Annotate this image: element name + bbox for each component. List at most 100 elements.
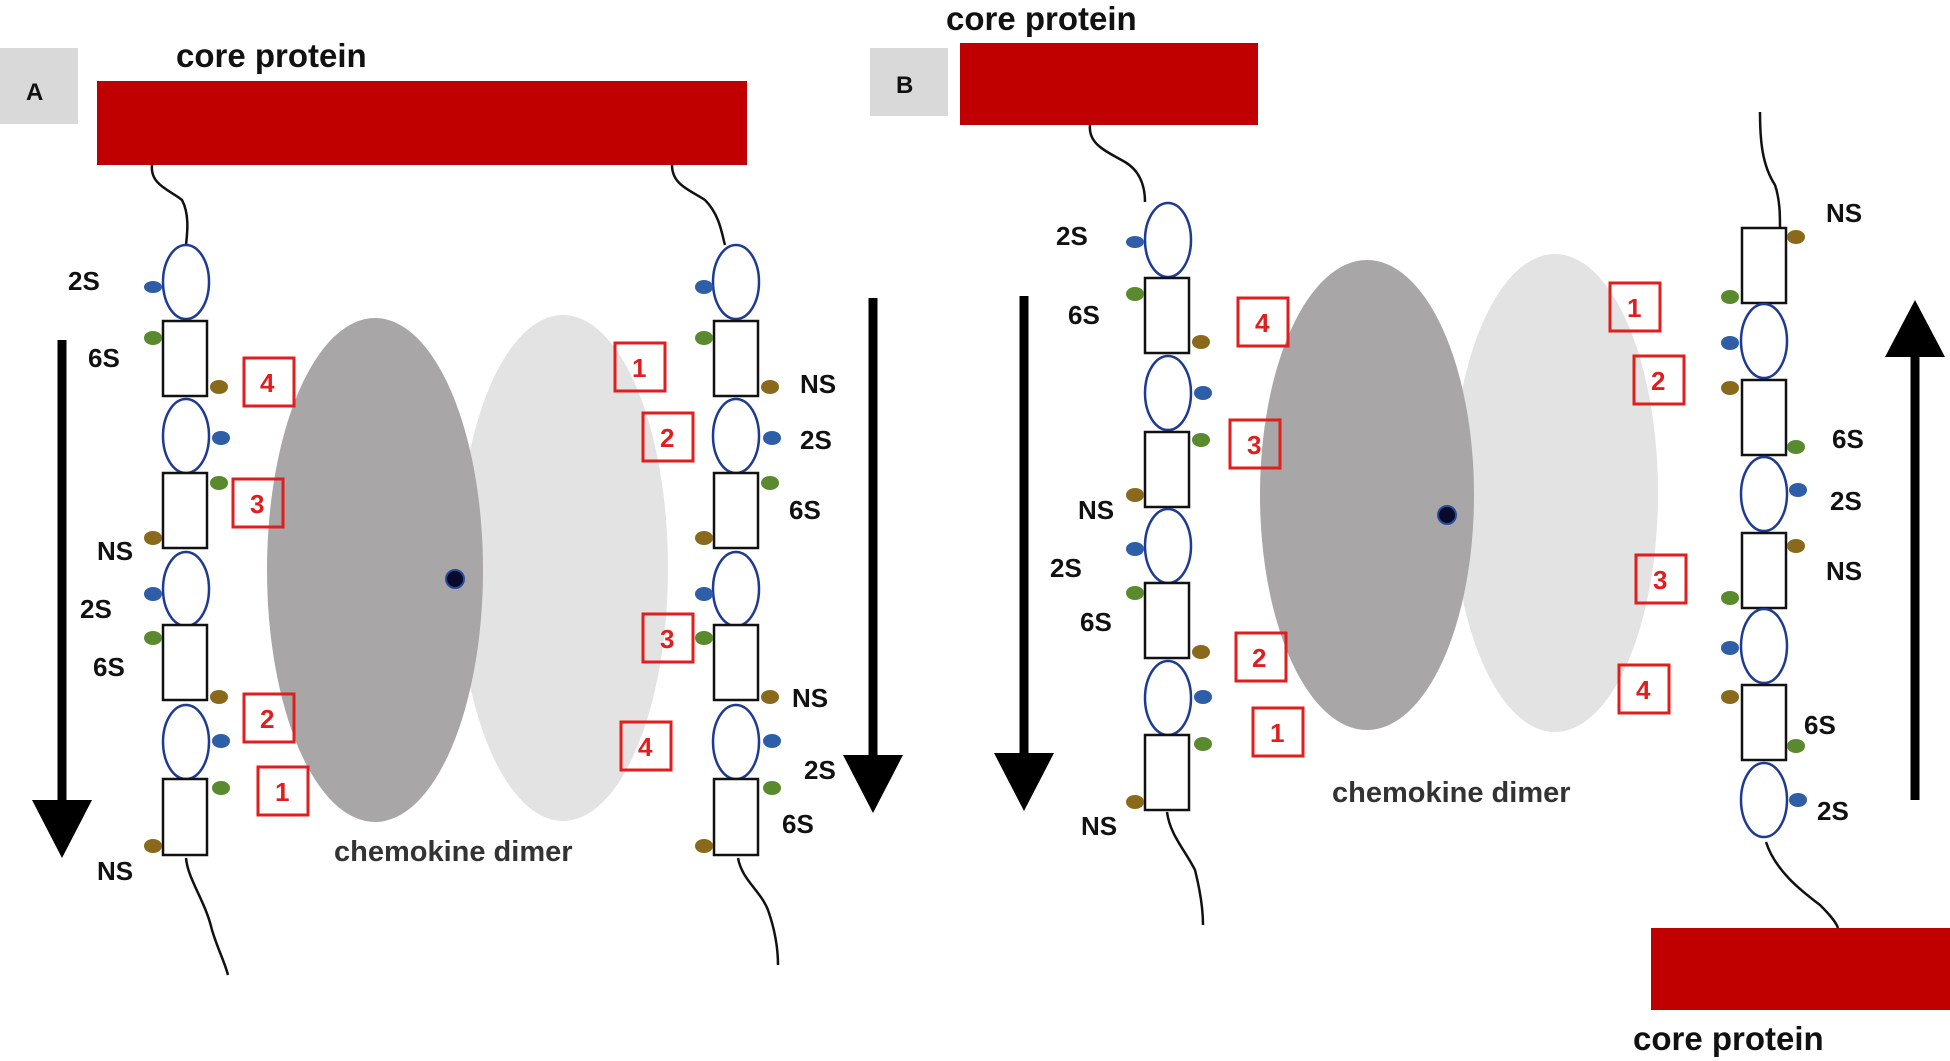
sulfation-label: 6S <box>1068 300 1100 330</box>
uronic-acid-ring <box>711 550 761 628</box>
NS-sulfate-group <box>695 531 713 545</box>
NS-sulfate-group <box>1787 539 1805 553</box>
6S-sulfate-group <box>212 781 230 795</box>
uronic-acid-ring <box>161 550 211 628</box>
sulfation-label: 6S <box>782 809 814 839</box>
binding-site-box <box>619 720 673 772</box>
NS-sulfate-group <box>761 690 779 704</box>
panel-b-dimer-light-subunit <box>1452 254 1658 732</box>
uronic-acid-ring <box>1143 354 1193 432</box>
2S-sulfate-group <box>212 431 230 445</box>
6S-sulfate-group <box>763 781 781 795</box>
NS-sulfate-group <box>210 380 228 394</box>
panel-b-left-chain: 2S 6S NS 2S 6S NS 4 3 2 1 <box>1050 124 1305 926</box>
binding-site-number: 1 <box>1627 293 1641 323</box>
2S-sulfate-group <box>1789 793 1807 807</box>
chain-tether-top <box>670 164 727 246</box>
binding-site-box <box>1608 281 1662 333</box>
binding-site-number: 3 <box>1247 430 1261 460</box>
binding-site-box <box>1632 354 1686 406</box>
panel-b-right-chain: NS 6S 2S NS 6S 2S 1 2 3 4 <box>1608 111 1864 929</box>
sulfation-label: 2S <box>1056 221 1088 251</box>
sulfation-label: NS <box>97 536 133 566</box>
sulfation-label: NS <box>1078 495 1114 525</box>
NS-sulfate-group <box>695 839 713 853</box>
chain-tether-bottom <box>184 857 230 976</box>
sulfation-label: NS <box>1081 811 1117 841</box>
panel-a-dimer-center-dot <box>445 569 465 589</box>
sulfation-label: NS <box>1826 556 1862 586</box>
NS-sulfate-group <box>761 380 779 394</box>
sulfation-label: NS <box>1826 198 1862 228</box>
glucosamine-unit <box>1143 733 1191 812</box>
panel-a-label-box <box>0 48 78 124</box>
glucosamine-unit <box>1740 531 1788 610</box>
glucosamine-unit <box>712 777 760 857</box>
6S-sulfate-group <box>1721 591 1739 605</box>
2S-sulfate-group <box>212 734 230 748</box>
sulfation-label: 2S <box>800 425 832 455</box>
panel-a-left-arrowhead <box>32 800 92 858</box>
6S-sulfate-group <box>695 631 713 645</box>
sulfation-label: 6S <box>1080 607 1112 637</box>
NS-sulfate-group <box>1721 381 1739 395</box>
uronic-acid-ring <box>161 243 211 321</box>
panel-a-left-chain: 2S 6S NS 2S 6S NS 4 3 2 1 <box>68 164 310 976</box>
2S-sulfate-group <box>1194 690 1212 704</box>
binding-site-number: 2 <box>260 704 274 734</box>
panel-b-core-protein-label-top: core protein <box>946 0 1137 37</box>
binding-site-box <box>641 612 695 664</box>
6S-sulfate-group <box>695 331 713 345</box>
NS-sulfate-group <box>210 690 228 704</box>
binding-site-number: 2 <box>1252 643 1266 673</box>
binding-site-number: 1 <box>275 777 289 807</box>
panel-a-dimer-light-subunit <box>458 315 668 821</box>
NS-sulfate-group <box>1192 645 1210 659</box>
glucosamine-unit <box>1740 683 1788 762</box>
glucosamine-unit <box>712 319 760 398</box>
2S-sulfate-group <box>695 587 713 601</box>
NS-sulfate-group <box>1126 795 1144 809</box>
uronic-acid-ring <box>1143 507 1193 585</box>
glucosamine-unit <box>712 623 760 702</box>
NS-sulfate-group <box>144 839 162 853</box>
uronic-acid-ring <box>711 703 761 781</box>
uronic-acid-ring <box>1143 201 1193 279</box>
6S-sulfate-group <box>1721 290 1739 304</box>
NS-sulfate-group <box>144 531 162 545</box>
panel-b-dimer-label: chemokine dimer <box>1332 777 1571 809</box>
6S-sulfate-group <box>1194 737 1212 751</box>
binding-site-number: 3 <box>660 624 674 654</box>
binding-site-number: 4 <box>1636 675 1651 705</box>
panel-b-label-box <box>870 48 948 116</box>
sulfation-label: 2S <box>1817 796 1849 826</box>
glucosamine-unit <box>161 319 209 398</box>
2S-sulfate-group <box>1126 542 1144 556</box>
chain-tether-bottom <box>1165 811 1205 926</box>
uronic-acid-ring <box>1739 607 1789 685</box>
6S-sulfate-group <box>1787 440 1805 454</box>
glucosamine-unit <box>161 623 209 702</box>
chain-tether-top <box>1758 111 1782 229</box>
uronic-acid-ring <box>1143 659 1193 737</box>
binding-site-number: 1 <box>1270 718 1284 748</box>
panel-a-dimer-dark-subunit <box>267 318 483 822</box>
sulfation-label: 6S <box>93 652 125 682</box>
chain-tether-bottom <box>736 857 780 966</box>
binding-site-number: 3 <box>1653 565 1667 595</box>
6S-sulfate-group <box>761 476 779 490</box>
2S-sulfate-group <box>1194 386 1212 400</box>
panel-a-core-protein-label: core protein <box>176 37 367 74</box>
chain-tether-bottom <box>1764 841 1840 929</box>
panel-a: A core protein chemokine dimer <box>0 37 903 976</box>
glucosamine-unit <box>1740 226 1788 305</box>
sulfation-label: NS <box>792 683 828 713</box>
panel-b-dimer-dark-subunit <box>1260 260 1474 730</box>
uronic-acid-ring <box>1739 455 1789 533</box>
glucosamine-unit <box>712 471 760 550</box>
binding-site-box <box>1228 418 1282 470</box>
binding-site-number: 4 <box>1255 308 1270 338</box>
uronic-acid-ring <box>1739 761 1789 839</box>
binding-site-number: 4 <box>260 368 275 398</box>
